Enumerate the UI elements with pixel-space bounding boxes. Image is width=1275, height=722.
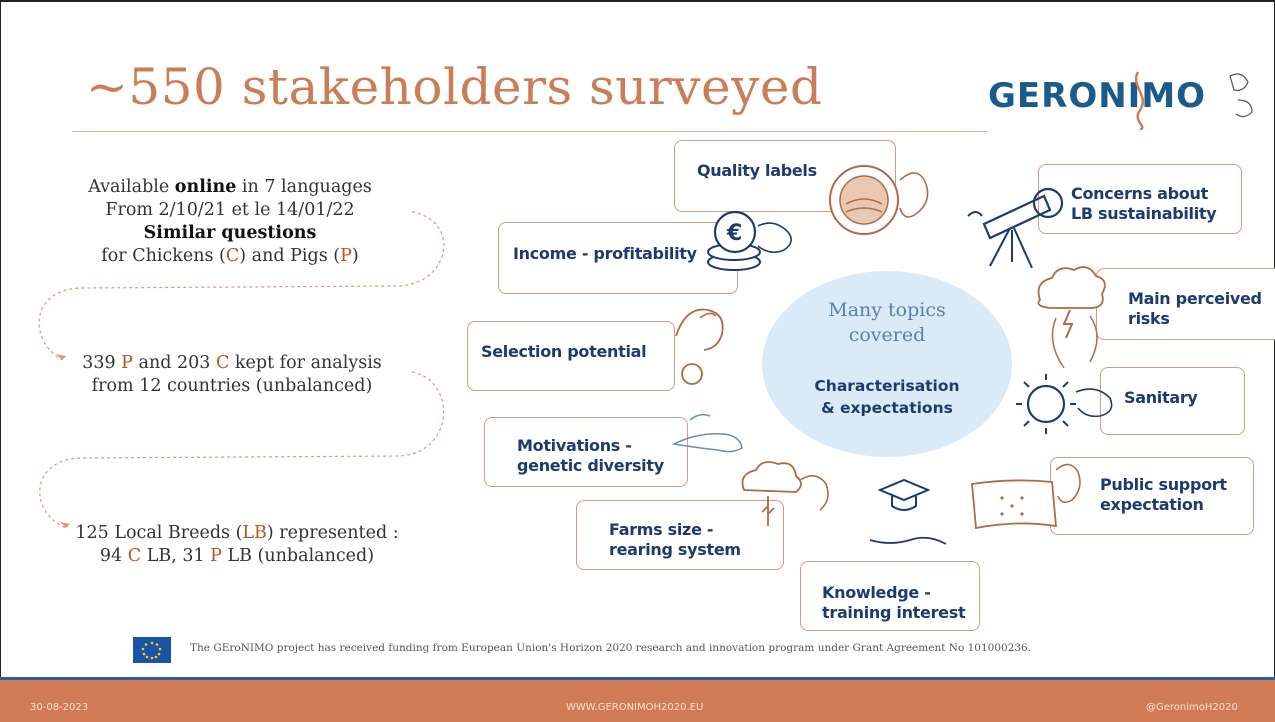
slide-title: ~550 stakeholders surveyed: [86, 58, 823, 116]
pig-sketch-icon: [671, 413, 743, 453]
topic-label: Main perceived risks: [1128, 289, 1262, 329]
topic-farms: [576, 500, 784, 570]
center-line: & expectations: [821, 399, 953, 417]
similar-questions: Similar questions: [143, 223, 317, 243]
topic-label: Income - profitability: [513, 244, 697, 263]
storm-cloud-icon: [1037, 266, 1106, 369]
topics-center-ellipse: [762, 271, 1012, 457]
topic-label: Selection potential: [481, 342, 647, 361]
text: for Chickens (: [101, 246, 226, 266]
text: 125 Local Breeds (: [75, 523, 243, 543]
text: 339: [82, 353, 122, 373]
countries-text: from 12 countries (unbalanced): [91, 376, 373, 396]
text: kept for analysis: [229, 353, 382, 373]
chicken-code: C: [127, 546, 142, 566]
pig-code: P: [340, 246, 352, 266]
topic-motivations: [484, 417, 688, 487]
tree-icon: [741, 461, 829, 526]
topic-label-line: risks: [1128, 309, 1170, 328]
breeds-block: 125 Local Breeds (LB) represented : 94 C…: [62, 522, 412, 568]
text: ): [351, 246, 359, 266]
text: in 7 languages: [236, 177, 372, 197]
text: LB (unbalanced): [221, 546, 375, 566]
date-range: From 2/10/21 et le 14/01/22: [105, 200, 355, 220]
topic-label: Public support expectation: [1100, 475, 1227, 515]
footer-website[interactable]: WWW.GERONIMOH2020.EU: [566, 702, 704, 713]
topic-label-line: Knowledge -: [822, 583, 931, 602]
virus-icon: [1016, 374, 1113, 434]
topic-label-line: Concerns about: [1071, 184, 1208, 203]
topic-label-line: expectation: [1100, 495, 1204, 514]
topic-sanitary: [1100, 367, 1245, 435]
survey-info-block: Available online in 7 languages From 2/1…: [60, 176, 400, 268]
topic-selection: [467, 321, 675, 391]
topic-label-line: genetic diversity: [517, 456, 664, 475]
footer-bar: [0, 680, 1275, 722]
funding-statement: The GEroNIMO project has received fundin…: [190, 642, 1032, 654]
topic-label: Farms size - rearing system: [609, 520, 741, 560]
topic-label-line: Public support: [1100, 475, 1227, 494]
topic-label-line: Farms size -: [609, 520, 714, 539]
topic-label-line: Main perceived: [1128, 289, 1262, 308]
pig-code: P: [121, 353, 133, 373]
geronimo-logo: GERONIMO: [980, 66, 1270, 130]
center-title: Many topics covered: [762, 298, 1012, 348]
center-line: covered: [848, 324, 926, 346]
quality-seal-icon: [829, 165, 929, 235]
text: and 203: [132, 353, 216, 373]
topic-label: Knowledge - training interest: [822, 583, 966, 623]
text: ) represented :: [266, 523, 399, 543]
text: ) and Pigs (: [239, 246, 341, 266]
eu-flag-logo: [133, 637, 171, 663]
text: LB, 31: [141, 546, 211, 566]
footer-handle[interactable]: @GeronimoH2020: [1146, 702, 1238, 713]
topic-label-line: rearing system: [609, 540, 741, 559]
eu-flag-icon: [971, 463, 1081, 530]
topic-label-line: training interest: [822, 603, 966, 622]
svg-text:€: €: [726, 221, 742, 246]
logo-wordmark: GERONIMO: [988, 76, 1207, 116]
lb-code: LB: [242, 523, 267, 543]
topic-risks: [1096, 268, 1275, 340]
logo-graphic: [1134, 71, 1253, 130]
topic-label: Concerns about LB sustainability: [1071, 184, 1217, 224]
topic-label-line: LB sustainability: [1071, 204, 1217, 223]
footer-date: 30-08-2023: [30, 702, 89, 713]
center-subtitle: Characterisation & expectations: [762, 375, 1012, 419]
topic-label: Sanitary: [1124, 388, 1198, 407]
center-line: Characterisation: [814, 377, 960, 395]
graduation-cap-icon: [869, 478, 947, 545]
text-bold: online: [174, 177, 237, 197]
title-divider: [72, 131, 988, 132]
center-line: Many topics: [828, 299, 946, 321]
chicken-code: C: [225, 246, 240, 266]
text: 94: [99, 546, 128, 566]
footer-accent-line: [0, 677, 1275, 682]
chicken-dna-icon: [675, 308, 724, 385]
topic-concerns: [1038, 164, 1242, 234]
telescope-icon: [967, 187, 1064, 269]
pig-code: P: [210, 546, 222, 566]
topic-knowledge: [800, 561, 980, 631]
eu-stars-icon: [141, 641, 162, 660]
analysis-block: 339 P and 203 C kept for analysis from 1…: [62, 352, 402, 398]
topic-label-line: Motivations -: [517, 436, 632, 455]
chicken-code: C: [215, 353, 230, 373]
topic-label: Motivations - genetic diversity: [517, 436, 664, 476]
topic-income: [498, 222, 738, 294]
topic-label: Quality labels: [697, 161, 817, 180]
text: Available: [88, 177, 175, 197]
euro-coin-icon: €: [707, 210, 792, 271]
